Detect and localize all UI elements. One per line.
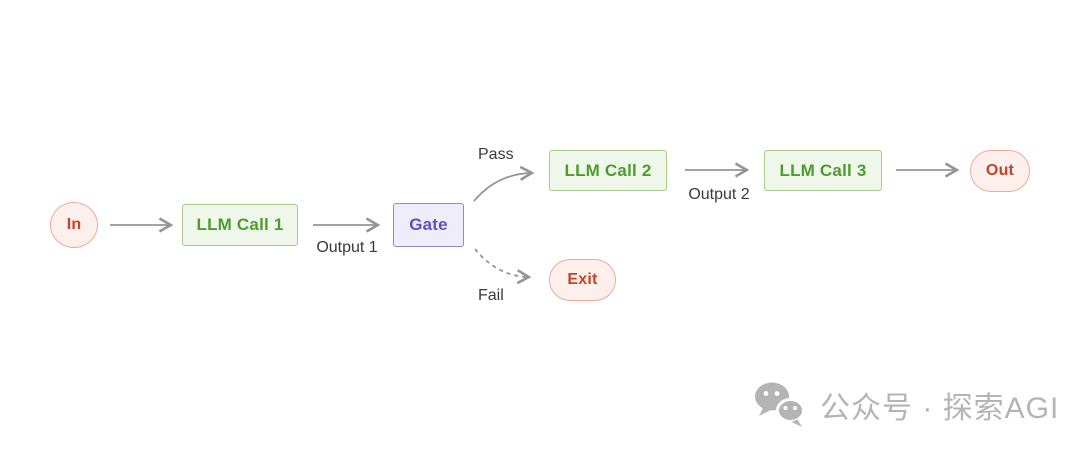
watermark: 公众号 · 探索AGI bbox=[752, 381, 1059, 428]
node-exit-label: Exit bbox=[567, 271, 598, 288]
node-gate: Gate bbox=[393, 203, 464, 247]
node-llm-call-3: LLM Call 3 bbox=[764, 150, 882, 191]
watermark-text: 公众号 · 探索AGI bbox=[820, 391, 1060, 425]
wechat-icon bbox=[755, 382, 805, 427]
edge-label-pass: Pass bbox=[478, 146, 514, 163]
node-in-label: In bbox=[66, 216, 82, 233]
node-in: In bbox=[50, 202, 98, 248]
node-out: Out bbox=[970, 150, 1030, 192]
edge-gate-to-llm2-pass bbox=[473, 165, 535, 202]
edge-label-output-1: Output 1 bbox=[316, 239, 378, 256]
edge-label-fail: Fail bbox=[478, 287, 504, 304]
node-llm-call-3-label: LLM Call 3 bbox=[779, 160, 867, 180]
node-out-label: Out bbox=[985, 162, 1015, 179]
node-gate-label: Gate bbox=[409, 215, 448, 234]
node-llm-call-2: LLM Call 2 bbox=[549, 150, 667, 191]
edge-label-output-2: Output 2 bbox=[688, 186, 750, 203]
node-llm-call-2-label: LLM Call 2 bbox=[564, 160, 652, 180]
edge-gate-to-exit-fail bbox=[474, 248, 532, 285]
node-exit: Exit bbox=[549, 259, 616, 301]
node-llm-call-1-label: LLM Call 1 bbox=[196, 215, 284, 234]
node-llm-call-1: LLM Call 1 bbox=[182, 204, 298, 246]
